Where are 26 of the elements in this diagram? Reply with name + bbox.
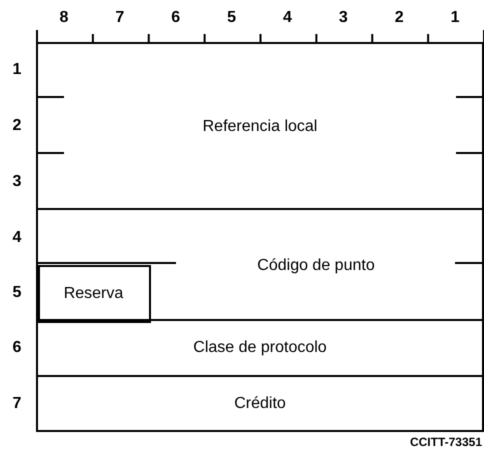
octet-number: 7	[12, 394, 22, 414]
bit-number: 6	[170, 8, 182, 28]
bit-number: 4	[282, 8, 293, 28]
octet-number: 5	[12, 283, 22, 303]
field-box	[38, 265, 151, 323]
octet-number: 6	[12, 338, 22, 358]
figure-reference: CCITT-73351	[408, 434, 482, 451]
field-name: Código de punto	[256, 256, 376, 276]
field-box	[36, 42, 484, 210]
bit-number: 2	[394, 8, 405, 28]
bit-number: 3	[338, 8, 349, 28]
octet-number: 2	[12, 116, 22, 136]
octet-number: 3	[12, 172, 22, 192]
octet-number: 4	[12, 228, 22, 248]
bit-number: 1	[450, 8, 461, 28]
bit-number: 7	[114, 8, 126, 28]
field-box	[36, 208, 484, 321]
field-name: Crédito	[233, 394, 287, 414]
field-box	[36, 319, 484, 377]
field-name: Referencia local	[202, 117, 318, 137]
bit-number: 8	[58, 8, 70, 28]
field-box	[36, 375, 484, 432]
field-name: Clase de protocolo	[192, 338, 328, 358]
field-name: Reserva	[62, 284, 124, 304]
octet-number: 1	[12, 60, 22, 80]
bit-number: 5	[226, 8, 238, 28]
